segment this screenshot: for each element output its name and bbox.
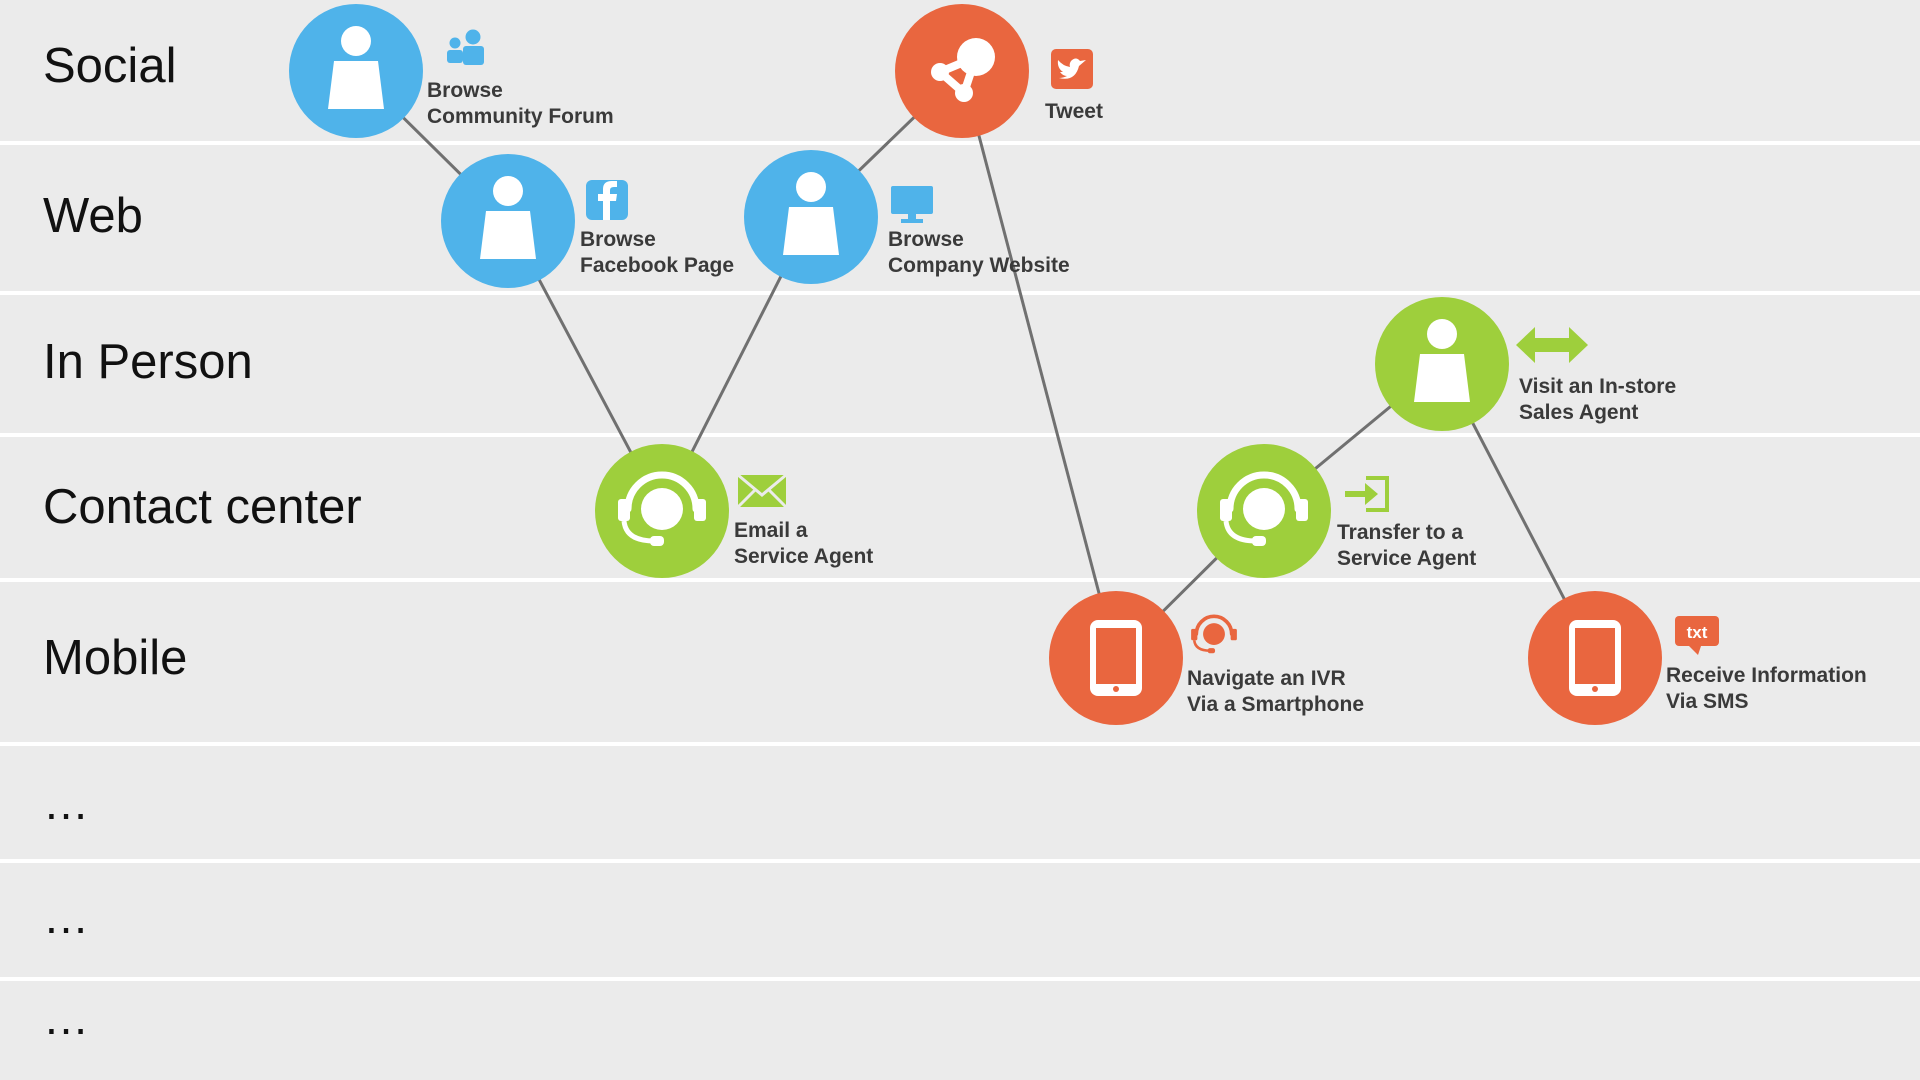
node-label-line: Browse: [580, 228, 656, 251]
node-label-line: Receive Information: [1666, 664, 1867, 687]
node-label-line: Visit an In-store: [1519, 375, 1677, 398]
node-label-line: Sales Agent: [1519, 401, 1639, 424]
lane-label: …: [43, 777, 93, 829]
lane-label: …: [43, 992, 93, 1044]
person-icon: [783, 172, 839, 255]
lane-label: Mobile: [43, 630, 188, 685]
lane-2: [0, 145, 1920, 291]
node-label-line: Browse: [427, 79, 503, 102]
lane-label: Web: [43, 188, 143, 243]
node-label-line: Navigate an IVR: [1187, 667, 1346, 690]
enter-arrow-icon: [1345, 476, 1389, 512]
node-label: Transfer to a Service Agent: [1337, 520, 1476, 572]
lane-8: [0, 981, 1920, 1080]
node-label: Tweet: [1045, 99, 1103, 125]
node-sms: txt: [1528, 591, 1719, 725]
node-label-line: Company Website: [888, 254, 1070, 277]
node-label-line: Via SMS: [1666, 690, 1749, 713]
lane-label: In Person: [43, 334, 253, 389]
node-label: Email a Service Agent: [734, 518, 873, 570]
headset-icon: [1220, 471, 1308, 546]
node-label-line: Community Forum: [427, 105, 614, 128]
node-ivr-smartphone: [1049, 591, 1237, 725]
txt-bubble-icon: txt: [1675, 616, 1719, 655]
node-label-line: Tweet: [1045, 100, 1103, 123]
node-label-line: Facebook Page: [580, 254, 735, 277]
headset-icon: [618, 471, 706, 546]
node-label-line: Service Agent: [734, 545, 874, 568]
person-icon: [1414, 319, 1470, 402]
envelope-icon: [736, 473, 788, 509]
person-icon: [480, 176, 536, 259]
monitor-icon: [891, 186, 933, 223]
lane-4: [0, 437, 1920, 578]
node-label-line: Transfer to a: [1337, 521, 1464, 544]
facebook-icon: [586, 180, 628, 220]
connector-line: [960, 70, 1118, 659]
node-community-forum: [289, 4, 484, 138]
person-icon: [328, 26, 384, 109]
txt-badge-text: txt: [1687, 623, 1708, 642]
lane-6: [0, 746, 1920, 859]
share-network-icon: [931, 38, 995, 102]
node-email-agent: [595, 444, 788, 578]
node-label-line: Via a Smartphone: [1187, 693, 1365, 716]
node-company-website: [744, 150, 933, 284]
node-label-line: Service Agent: [1337, 547, 1477, 570]
twitter-icon: [1051, 49, 1093, 89]
node-label-line: Browse: [888, 228, 964, 251]
headset-icon: [1191, 614, 1237, 654]
smartphone-icon: [1569, 620, 1621, 696]
lane-label: Contact center: [43, 479, 362, 534]
node-facebook-page: [441, 154, 628, 288]
lane-label: …: [43, 891, 93, 943]
lane-3: [0, 295, 1920, 433]
node-circle: [895, 4, 1029, 138]
lane-label: Social: [43, 38, 177, 93]
node-transfer-agent: [1197, 444, 1389, 578]
node-label: Navigate an IVR Via a Smartphone: [1187, 666, 1364, 718]
people-group-icon: [447, 29, 484, 65]
smartphone-icon: [1090, 620, 1142, 696]
node-label-line: Email a: [734, 519, 808, 542]
lane-7: [0, 863, 1920, 977]
double-arrow-icon: [1516, 327, 1588, 363]
node-tweet: [895, 4, 1093, 138]
node-in-store-agent: [1375, 297, 1588, 431]
